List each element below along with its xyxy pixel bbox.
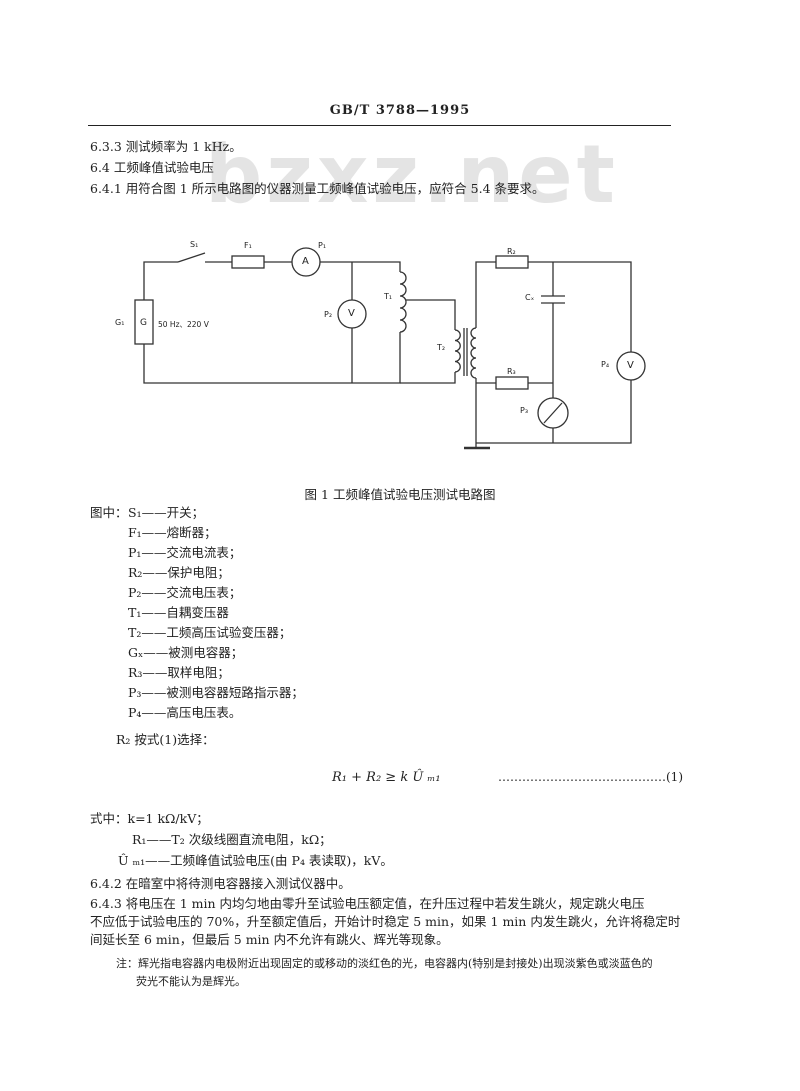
- para-line: 6.4.3 将电压在 1 min 内均匀地由零升至试验电压额定值，在升压过程中若…: [90, 896, 645, 911]
- wire-p4-bottom: [476, 380, 632, 444]
- para-line: 间延长至 6 min，但最后 5 min 内不允许有跳火、辉光等现象。: [90, 932, 449, 947]
- wire-left-top: [143, 261, 178, 300]
- label-p3: P₃: [520, 406, 529, 415]
- para-6-3-3: 6.3.3 测试频率为 1 kHz。: [90, 139, 242, 154]
- legend-item: S₁——开关；: [128, 505, 205, 520]
- legend-item: P₁——交流电流表；: [128, 545, 242, 560]
- r2-selection: R₂ 按式(1)选择：: [116, 732, 215, 747]
- legend-intro: 图中：: [90, 505, 128, 520]
- legend-item: F₁——熔断器；: [128, 525, 217, 540]
- figure-caption: 图 1 工频峰值试验电压测试电路图: [304, 487, 496, 502]
- para-6-4-1: 6.4.1 用符合图 1 所示电路图的仪器测量工频峰值试验电压，应符合 5.4 …: [90, 181, 545, 196]
- note-line: 注：辉光指电容器内电极附近出现固定的或移动的淡红色的光，电容器内(特别是封接处)…: [116, 957, 653, 970]
- label-r2: R₂: [507, 247, 516, 256]
- ammeter-symbol: A: [302, 256, 309, 267]
- label-t1: T₁: [384, 292, 393, 301]
- where-intro: 式中：k=1 kΩ/kV；: [90, 811, 209, 826]
- equation-number: ……………………………………(1): [498, 770, 683, 784]
- equation-formula: R₁ + R₂ ≥ k Û ₘ₁: [332, 770, 441, 785]
- wire-ammeter-t1: [320, 261, 401, 272]
- label-t2: T₂: [437, 343, 446, 352]
- legend-item: P₃——被测电容器短路指示器；: [128, 685, 304, 700]
- legend-item: R₃——取样电阻；: [128, 665, 230, 680]
- label-p1: P₁: [318, 241, 327, 250]
- heading-6-4: 6.4 工频峰值试验电压: [90, 160, 214, 175]
- label-p2: P₂: [324, 310, 333, 319]
- label-cx: Cₓ: [525, 293, 535, 302]
- wire-t2-primary-return: [400, 372, 456, 384]
- para-line: 不应低于试验电压的 70%，升至额定值后，开始计时稳定 5 min，如果 1 m…: [90, 914, 681, 929]
- legend-item: T₂——工频高压试验变压器；: [128, 625, 292, 640]
- switch-s1: [177, 252, 206, 263]
- label-g1: G₁: [115, 318, 125, 327]
- indicator-p3-needle: [543, 402, 563, 424]
- circuit-labels: S₁ F₁ P₁ A V P₂ T₁ T₂ G₁ G 50 Hz、220 V R…: [0, 0, 800, 480]
- source-rating: 50 Hz、220 V: [158, 320, 209, 329]
- wire-right-top: [475, 261, 496, 328]
- note: 注：辉光指电容器内电极附近出现固定的或移动的淡红色的光，电容器内(特别是封接处)…: [116, 955, 653, 991]
- legend-item: P₄——高压电压表。: [128, 705, 242, 720]
- para-6-4-2: 6.4.2 在暗室中将待测电容器接入测试仪器中。: [90, 876, 351, 891]
- header-rule: [88, 125, 671, 126]
- label-s1: S₁: [190, 240, 199, 249]
- note-line: 荧光不能认为是辉光。: [136, 975, 246, 988]
- legend-item: T₁——自耦变压器: [128, 605, 229, 620]
- legend-item: R₂——保护电阻；: [128, 565, 230, 580]
- legend-item: Gₓ——被测电容器；: [128, 645, 244, 660]
- standard-header: GB/T 3788—1995: [329, 103, 471, 118]
- autotransformer-t1-coil: [399, 271, 407, 333]
- watermark: bzxz.net: [205, 128, 619, 221]
- label-p4: P₄: [601, 360, 610, 369]
- transformer-t2-primary: [454, 329, 461, 373]
- generator-symbol: G: [140, 318, 147, 328]
- legend-list: S₁——开关； F₁——熔断器； P₁——交流电流表； R₂——保护电阻； P₂…: [128, 503, 304, 723]
- para-6-4-3: 6.4.3 将电压在 1 min 内均匀地由零升至试验电压额定值，在升压过程中若…: [90, 895, 680, 949]
- wire-t1-tap: [406, 299, 456, 330]
- voltmeter-symbol-p4: V: [627, 360, 634, 371]
- transformer-t2-secondary: [470, 327, 477, 379]
- wire-r2-right: [528, 261, 632, 352]
- where-u: Û ₘ₁——工频峰值试验电压(由 P₄ 表读取)，kV。: [118, 853, 393, 868]
- label-f1: F₁: [244, 241, 252, 250]
- label-r3: R₃: [507, 367, 516, 376]
- where-r1: R₁——T₂ 次级线圈直流电阻，kΩ；: [132, 832, 332, 847]
- wire-left-bottom: [143, 337, 401, 384]
- voltmeter-symbol-p2: V: [348, 308, 355, 319]
- legend-item: P₂——交流电压表；: [128, 585, 242, 600]
- circuit-diagram: [134, 247, 646, 450]
